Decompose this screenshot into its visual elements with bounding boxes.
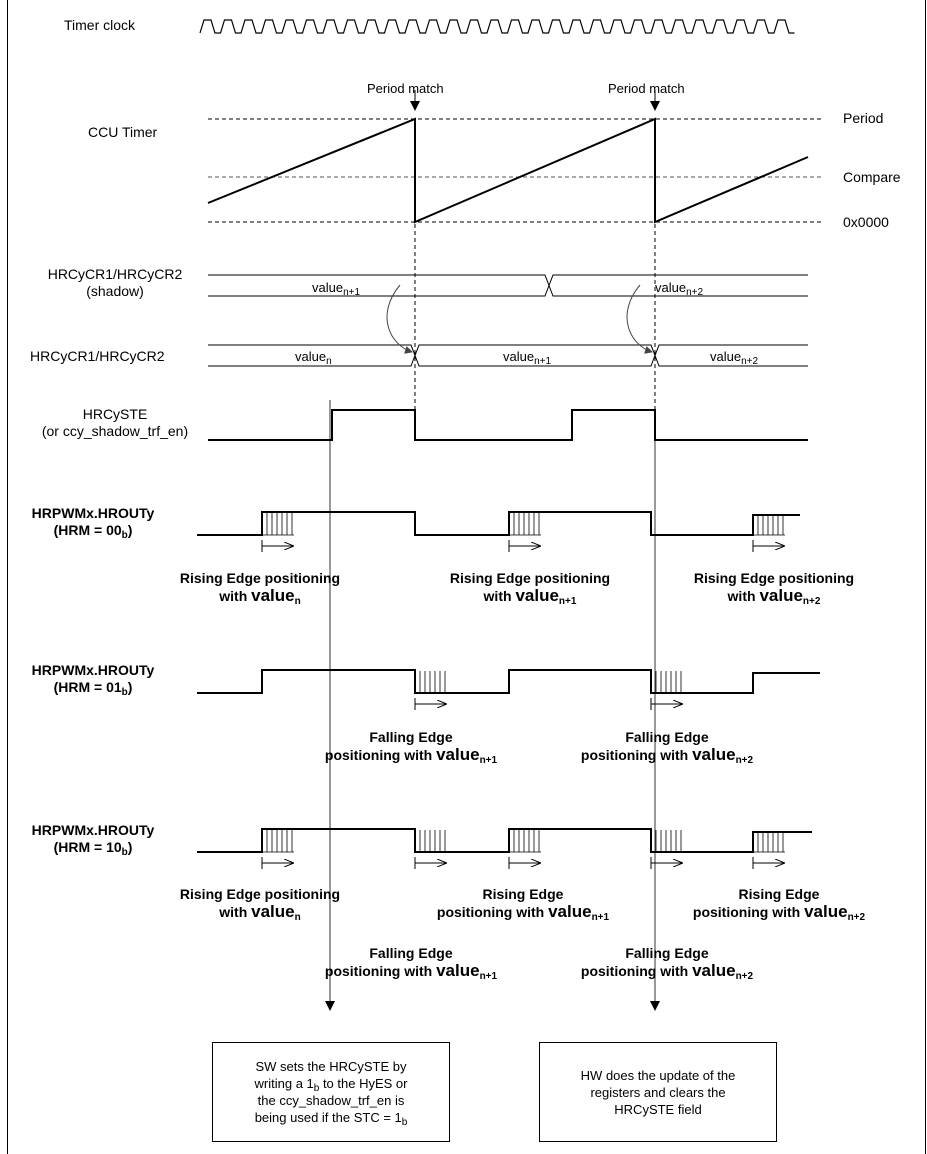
caption-hrm01-falling-n2: Falling Edge positioning with valuen+2 xyxy=(580,729,754,766)
ccu-timer-sawtooth xyxy=(207,117,809,224)
ccu-timer-label: CCU Timer xyxy=(88,124,158,140)
caption-hrm01-falling-n1: Falling Edge positioning with valuen+1 xyxy=(324,729,498,766)
period-match-label-2: Period match xyxy=(608,81,685,96)
diagram-frame xyxy=(7,0,926,1154)
hrout-hrm10 xyxy=(197,828,812,869)
shadow-transfer-arrow-2 xyxy=(626,284,653,354)
register-value-n: valuen xyxy=(295,349,332,367)
hrout-hrm10-label: HRPWMx.HROUTy(HRM = 10b) xyxy=(31,822,155,858)
hw-update-box: HW does the update of the registers and … xyxy=(539,1042,777,1142)
hrcste-label: HRCySTE(or ccy_shadow_trf_en) xyxy=(41,406,189,439)
caption-hrm00-rising-n2: Rising Edge positioning with valuen+2 xyxy=(693,570,855,607)
caption-hrm00-rising-n: Rising Edge positioning with valuen xyxy=(179,570,341,607)
register-label: HRCyCR1/HRCyCR2 xyxy=(30,348,165,364)
zero-label: 0x0000 xyxy=(843,214,889,230)
caption-hrm00-rising-n1: Rising Edge positioning with valuen+1 xyxy=(449,570,611,607)
hr-position-hatch xyxy=(509,830,541,853)
hr-position-hatch xyxy=(415,671,447,694)
caption-hrm10-rising-n: Rising Edge positioning with valuen xyxy=(179,886,341,923)
hr-position-hatch xyxy=(262,513,294,536)
caption-hrm10-falling-n2: Falling Edge positioning with valuen+2 xyxy=(580,945,754,982)
hrout-hrm01 xyxy=(197,669,820,710)
period-match-label-1: Period match xyxy=(367,81,444,96)
hrout-hrm00 xyxy=(197,511,800,552)
hr-position-hatch xyxy=(651,830,683,853)
caption-hrm10-falling-n1: Falling Edge positioning with valuen+1 xyxy=(324,945,498,982)
hr-position-hatch xyxy=(509,513,541,536)
hr-position-hatch xyxy=(262,830,294,853)
caption-hrm10-rising-n2: Rising Edge positioning with valuen+2 xyxy=(692,886,866,923)
shadow-value-n1: valuen+1 xyxy=(312,280,361,298)
hr-position-hatch xyxy=(651,671,683,694)
hrout-hrm01-label: HRPWMx.HROUTy(HRM = 01b) xyxy=(31,662,155,698)
ccu-timer-reference-lines xyxy=(208,118,822,223)
hrcste-waveform xyxy=(208,409,808,441)
shadow-register-label: HRCyCR1/HRCyCR2(shadow) xyxy=(47,266,183,299)
register-bus xyxy=(208,344,808,367)
shadow-value-n2: valuen+2 xyxy=(655,280,704,298)
hr-position-hatch xyxy=(753,833,785,853)
register-value-n2: valuen+2 xyxy=(710,349,759,367)
hr-position-hatch xyxy=(753,516,785,536)
timer-clock-label: Timer clock xyxy=(64,17,136,33)
register-value-n1: valuen+1 xyxy=(503,349,552,367)
hrout-hrm00-label: HRPWMx.HROUTy(HRM = 00b) xyxy=(31,505,155,541)
sw-sets-hrcste-box: SW sets the HRCySTE by writing a 1b to t… xyxy=(212,1042,450,1142)
hr-position-hatch xyxy=(415,830,447,853)
period-label: Period xyxy=(843,110,884,126)
timer-clock-waveform xyxy=(199,19,795,34)
compare-label: Compare xyxy=(843,169,901,185)
shadow-transfer-arrow-1 xyxy=(386,284,413,354)
shadow-register-bus xyxy=(208,274,808,297)
period-match-markers xyxy=(410,90,660,111)
caption-hrm10-rising-n1: Rising Edge positioning with valuen+1 xyxy=(436,886,610,923)
